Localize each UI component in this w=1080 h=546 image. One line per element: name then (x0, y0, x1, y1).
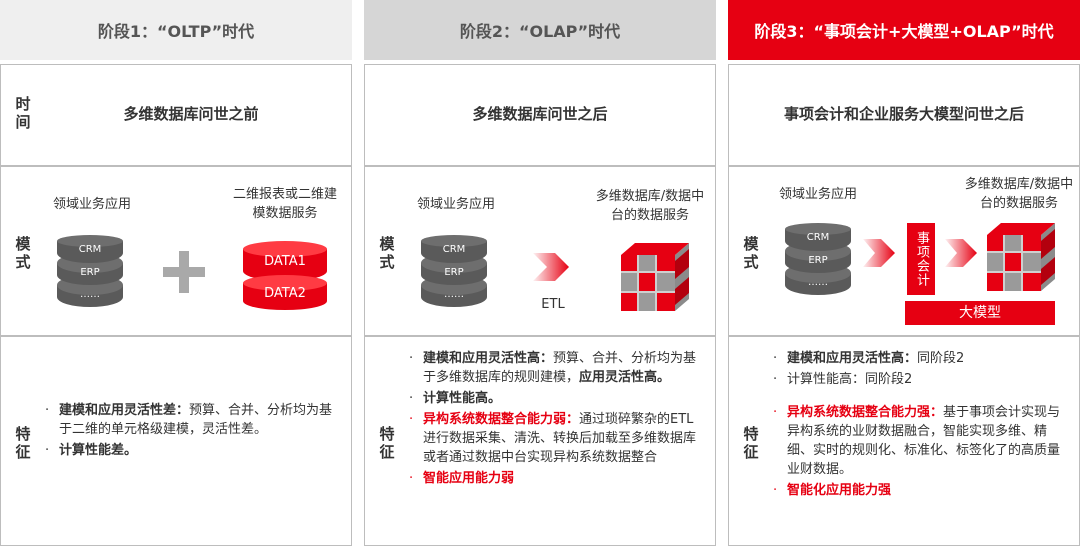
db-label-crm: CRM (79, 244, 102, 255)
svg-text:CRM: CRM (443, 244, 466, 255)
feature-row: 特征 ·建模和应用灵活性差：预算、合并、分析均为基于二维的单元格级建模，灵活性差… (0, 336, 352, 546)
feature-item: ·计算性能差。 (45, 443, 138, 458)
left-label: 领域业务应用 (52, 197, 131, 212)
svg-text:CRM: CRM (807, 232, 830, 243)
right-label: 多维数据库/数据中台的数据服务 (964, 177, 1074, 211)
right-label: 二维报表或二维建模数据服务 (232, 187, 337, 221)
database-stack-icon: CRM ERP …… (421, 235, 487, 307)
feature-list: ·建模和应用灵活性高：同阶段2 ·计算性能高：同阶段2 ·异构系统数据整合能力强… (773, 349, 1067, 502)
mode-row: 模式 领域业务应用 CRM ERP …… ETL 多维数据库/数据中台的数据服务 (364, 166, 716, 336)
svg-text:……: …… (444, 289, 464, 300)
feature-item: ·计算性能高：同阶段2 (773, 372, 913, 387)
large-model-bar: 大模型 (905, 301, 1055, 325)
feature-item: ·异构系统数据整合能力强：基于事项会计实现与异构系统的业财数据融合，智能实现多维… (773, 405, 1061, 477)
stage-header: 阶段1：“OLTP”时代 (0, 0, 352, 60)
time-row: 事项会计和企业服务大模型问世之后 (728, 64, 1080, 166)
event-accounting-box: 事项会计 (907, 223, 935, 295)
cube-icon (621, 243, 689, 311)
plus-icon (163, 251, 205, 293)
db-label-erp: ERP (80, 267, 99, 278)
feature-row: 特征 ·建模和应用灵活性高：同阶段2 ·计算性能高：同阶段2 ·异构系统数据整合… (728, 336, 1080, 546)
row-label-mode: 模式 (15, 235, 31, 271)
etl-label: ETL (541, 297, 565, 312)
feature-item: ·建模和应用灵活性高：预算、合并、分析均为基于多维数据库的规则建模，应用灵活性高… (409, 351, 697, 385)
database-stack-icon: CRM ERP …… (785, 223, 851, 295)
row-label-feature: 特征 (743, 425, 759, 461)
time-row: 时间 多维数据库问世之前 (0, 64, 352, 166)
arrow-icon (945, 239, 977, 267)
mode-row: 模式 领域业务应用 CRM ERP …… 事项会计 多维数据库/数据中台的数据 (728, 166, 1080, 336)
left-label: 领域业务应用 (416, 197, 495, 212)
stage-2-column: 阶段2：“OLAP”时代 时间 多维数据库问世之后 模式 领域业务应用 CRM … (364, 0, 716, 546)
right-label: 多维数据库/数据中台的数据服务 (595, 189, 705, 223)
feature-item: ·建模和应用灵活性高：同阶段2 (773, 351, 965, 366)
feature-item: ·建模和应用灵活性差：预算、合并、分析均为基于二维的单元格级建模，灵活性差。 (45, 403, 333, 437)
left-label: 领域业务应用 (778, 187, 857, 202)
feature-item: ·智能化应用能力强 (773, 483, 892, 498)
feature-row: 特征 ·建模和应用灵活性高：预算、合并、分析均为基于多维数据库的规则建模，应用灵… (364, 336, 716, 546)
time-text: 多维数据库问世之前 (123, 105, 259, 123)
feature-list: ·建模和应用灵活性高：预算、合并、分析均为基于多维数据库的规则建模，应用灵活性高… (409, 349, 701, 490)
data-cylinders-icon: DATA1 DATA2 (243, 241, 327, 310)
feature-item: ·智能应用能力弱 (409, 471, 515, 486)
row-label-feature: 特征 (15, 425, 31, 461)
feature-item: ·计算性能高。 (409, 391, 502, 406)
time-row: 时间 多维数据库问世之后 (364, 64, 716, 166)
database-stack-icon: CRM ERP …… (57, 235, 123, 307)
stage-3-column: 阶段3：“事项会计+大模型+OLAP”时代 事项会计和企业服务大模型问世之后 模… (728, 0, 1080, 546)
stage-header: 阶段3：“事项会计+大模型+OLAP”时代 (728, 0, 1080, 60)
cube-icon (987, 223, 1055, 291)
arrow-icon (533, 253, 569, 281)
time-text: 多维数据库问世之后 (472, 105, 608, 123)
row-label-mode: 模式 (743, 235, 759, 271)
arrow-icon (863, 239, 895, 267)
svg-text:ERP: ERP (808, 255, 827, 266)
mode-row: 模式 领域业务应用 CRM ERP …… 二维报表或二维建模数据服务 (0, 166, 352, 336)
stage-header: 阶段2：“OLAP”时代 (364, 0, 716, 60)
svg-text:ERP: ERP (444, 267, 463, 278)
feature-list: ·建模和应用灵活性差：预算、合并、分析均为基于二维的单元格级建模，灵活性差。 ·… (45, 401, 335, 462)
time-text: 事项会计和企业服务大模型问世之后 (783, 105, 1024, 123)
data1-label: DATA1 (264, 254, 306, 269)
data2-label: DATA2 (264, 286, 306, 301)
row-label-mode: 模式 (379, 235, 395, 271)
row-label-time: 时间 (15, 95, 31, 131)
svg-text:……: …… (808, 277, 828, 288)
stage-1-column: 阶段1：“OLTP”时代 时间 多维数据库问世之前 模式 领域业务应用 CRM … (0, 0, 352, 546)
feature-item: ·异构系统数据整合能力弱：通过琐碎繁杂的ETL进行数据采集、清洗、转换后加载至多… (409, 412, 697, 465)
row-label-feature: 特征 (379, 425, 395, 461)
db-label-more: …… (80, 289, 100, 300)
